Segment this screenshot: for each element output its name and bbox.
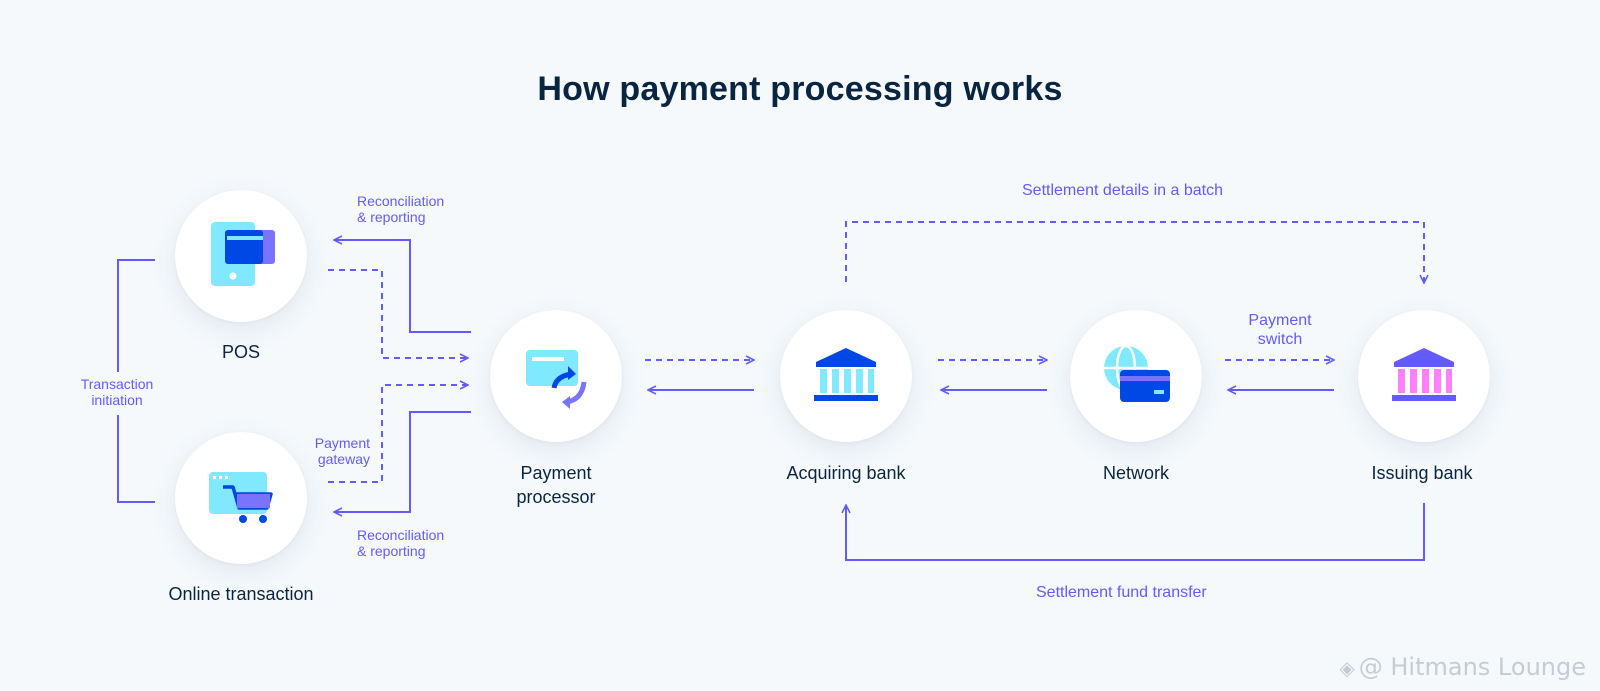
online-transaction-node bbox=[175, 432, 307, 564]
settlement-fund-line bbox=[846, 503, 1425, 561]
pos-node bbox=[175, 190, 307, 322]
watermark-logo-icon: ◈ bbox=[1339, 656, 1355, 680]
payment-switch-label-line2: switch bbox=[1257, 331, 1303, 348]
txn-initiation-bracket bbox=[117, 259, 155, 372]
globe-card-icon bbox=[1104, 344, 1170, 402]
recon-top-label: Reconciliation & reporting bbox=[357, 193, 444, 225]
watermark: ◈@ Hitmans Lounge bbox=[1339, 653, 1586, 681]
pos-to-processor-line bbox=[328, 269, 468, 358]
shopping-cart-icon bbox=[209, 472, 273, 523]
settlement-batch-label: Settlement details in a batch bbox=[1022, 182, 1224, 199]
recon-bottom-label-line1: Reconciliation bbox=[357, 527, 445, 543]
payment-processor-label: Payment processor bbox=[446, 461, 666, 509]
online-transaction-label: Online transaction bbox=[168, 584, 314, 604]
acquiring-bank-node bbox=[780, 310, 912, 442]
payment-switch-label-line1: Payment bbox=[1248, 312, 1312, 329]
txn-initiation-label: Transaction initiation bbox=[58, 376, 176, 408]
payment-processor-node bbox=[490, 310, 622, 442]
acquiring-bank-label: Acquiring bank bbox=[786, 463, 906, 483]
recon-bottom-label: Reconciliation & reporting bbox=[357, 527, 444, 559]
payment-gateway-label-line2: gateway bbox=[317, 451, 370, 467]
recon-to-online-line bbox=[334, 411, 471, 512]
payment-gateway-label: Payment gateway bbox=[300, 435, 370, 467]
txn-initiation-label-line1: Transaction bbox=[80, 376, 154, 392]
recon-top-label-line2: & reporting bbox=[357, 209, 426, 225]
txn-initiation-label-line2: initiation bbox=[91, 392, 143, 408]
settlement-batch-line bbox=[845, 221, 1424, 283]
payment-gateway-label-line1: Payment bbox=[314, 435, 370, 451]
payment-processor-label-line1: Payment bbox=[520, 463, 592, 483]
payment-processor-label-line2: processor bbox=[516, 487, 596, 507]
pos-terminal-icon bbox=[211, 222, 275, 286]
txn-initiation-bracket-lower bbox=[117, 415, 155, 503]
payment-switch-label: Payment switch bbox=[1230, 311, 1330, 349]
watermark-text: @ Hitmans Lounge bbox=[1358, 653, 1586, 681]
recon-bottom-label-line2: & reporting bbox=[357, 543, 426, 559]
bank-icon bbox=[814, 348, 878, 401]
bank-icon bbox=[1392, 348, 1456, 401]
recon-top-label-line1: Reconciliation bbox=[357, 193, 445, 209]
pos-label: POS bbox=[221, 342, 260, 362]
issuing-bank-label: Issuing bank bbox=[1371, 463, 1473, 483]
recon-to-pos-line bbox=[334, 240, 471, 333]
settlement-fund-label: Settlement fund transfer bbox=[1036, 584, 1207, 601]
issuing-bank-node bbox=[1358, 310, 1490, 442]
network-label: Network bbox=[1102, 463, 1169, 483]
online-to-processor-line bbox=[328, 385, 468, 483]
payment-processor-icon bbox=[526, 350, 587, 409]
page-title: How payment processing works bbox=[537, 70, 1063, 108]
network-node bbox=[1070, 310, 1202, 442]
